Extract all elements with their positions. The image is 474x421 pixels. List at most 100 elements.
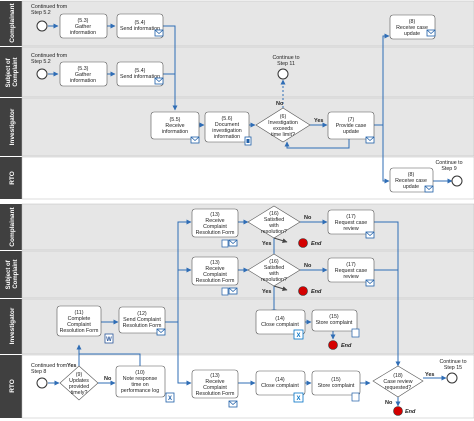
step-15a-text: (15)Store complaint <box>316 314 353 326</box>
lane-label-complainant-2: Complainant <box>9 206 16 246</box>
top-connectors <box>48 23 453 184</box>
step-5-6-box <box>204 111 250 143</box>
word-doc-icon: W <box>104 333 114 344</box>
start-circle <box>36 377 48 389</box>
label-no: No <box>385 400 393 406</box>
step-8a-box <box>389 14 436 40</box>
label-end: End <box>311 241 322 247</box>
step-13b-box <box>191 256 239 286</box>
off-page-circle <box>451 175 463 187</box>
label-yes: Yes <box>262 241 271 247</box>
step-17a-box <box>327 209 375 235</box>
step-5-4-text: (5.4)Send information <box>120 20 160 32</box>
step-17b-box <box>327 257 375 283</box>
label-end: End <box>311 289 322 295</box>
email-icon <box>190 136 200 144</box>
email-icon <box>228 400 238 408</box>
decision-16a-diamond <box>247 205 301 239</box>
step-5-3-box <box>59 13 108 39</box>
document-icons: W X X X <box>104 29 436 408</box>
end-circle <box>298 286 308 296</box>
step-5-4b-box <box>116 61 164 87</box>
outlook-doc-icon: X <box>293 329 304 340</box>
step-10-box <box>115 365 166 398</box>
email-icon <box>156 328 166 336</box>
file-icon <box>221 239 229 248</box>
off-page-circle <box>446 372 458 384</box>
email-icon <box>424 185 434 193</box>
end-circle <box>328 340 338 350</box>
start-circle <box>36 20 48 32</box>
file-icon <box>351 392 360 402</box>
lane-label-subject-2: Subject of Complaint <box>6 259 19 290</box>
label-no: No <box>304 215 312 221</box>
lane-label-investigator-2: Investigator <box>9 307 16 344</box>
email-icon <box>365 231 375 239</box>
end-circle <box>393 406 403 416</box>
step-15b-text: (15)Store complaint <box>318 377 355 389</box>
email-icon <box>154 77 164 85</box>
step-14b-box <box>255 370 306 396</box>
label-no: No <box>276 101 284 107</box>
step-15a-box <box>311 309 358 332</box>
label-no: No <box>104 376 112 382</box>
top-terminals <box>36 20 463 187</box>
email-icon <box>228 239 238 247</box>
label-yes: Yes <box>314 118 323 124</box>
email-icon <box>228 287 238 295</box>
lane-label-rto: RTO <box>9 171 16 185</box>
lane-label-investigator: Investigator <box>9 108 16 145</box>
svg-text:W: W <box>106 337 112 343</box>
decision-9-diamond <box>59 365 99 401</box>
svg-text:X: X <box>168 396 172 402</box>
start-circle <box>36 68 48 80</box>
end-circle <box>298 238 308 248</box>
label-yes: Yes <box>425 372 434 378</box>
label-yes: Yes <box>67 363 76 369</box>
step-13c-box <box>191 369 239 399</box>
decision-16b-diamond <box>247 253 301 287</box>
step-7-box <box>327 111 375 140</box>
step-5-5-box <box>150 111 200 140</box>
branch-labels: No Yes No Yes No Yes Yes No Yes No End E… <box>67 101 434 415</box>
lane-label-complainant: Complainant <box>9 2 16 42</box>
step-15b-box <box>311 370 361 396</box>
decision-18-diamond <box>372 365 424 398</box>
file-icon <box>221 287 229 296</box>
svg-text:X: X <box>296 396 300 402</box>
step-5-4-box <box>116 13 164 39</box>
email-icon <box>154 29 164 37</box>
off-page-circle <box>277 68 289 80</box>
label-end: End <box>341 343 352 349</box>
step-14a-text: (14)Close complaint <box>261 316 299 328</box>
step-13a-box <box>191 208 239 238</box>
email-icon <box>365 136 375 144</box>
step-12-box <box>118 306 166 334</box>
lane-label-rto-2: RTO <box>9 379 16 393</box>
